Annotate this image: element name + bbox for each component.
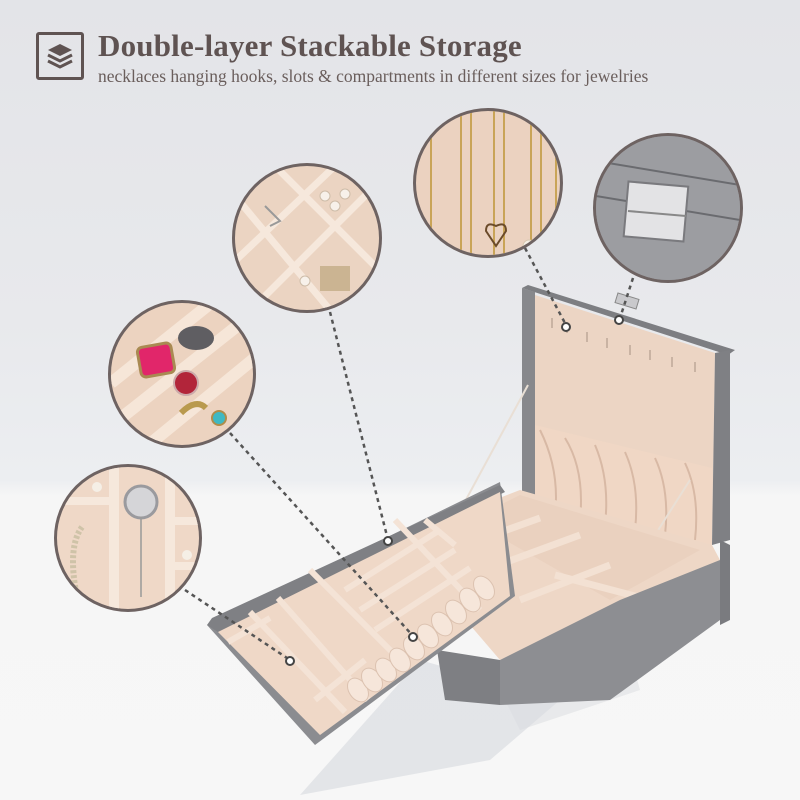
earring-grid-detail	[232, 163, 382, 313]
page-title: Double-layer Stackable Storage	[98, 28, 522, 63]
necklace-hooks-detail	[413, 108, 563, 258]
long-compartment-detail	[54, 464, 202, 612]
ring-rolls-detail	[108, 300, 256, 448]
layers-stack-icon	[36, 32, 84, 80]
page-subtitle: necklaces hanging hooks, slots & compart…	[98, 66, 649, 86]
clasp-detail	[593, 133, 743, 283]
